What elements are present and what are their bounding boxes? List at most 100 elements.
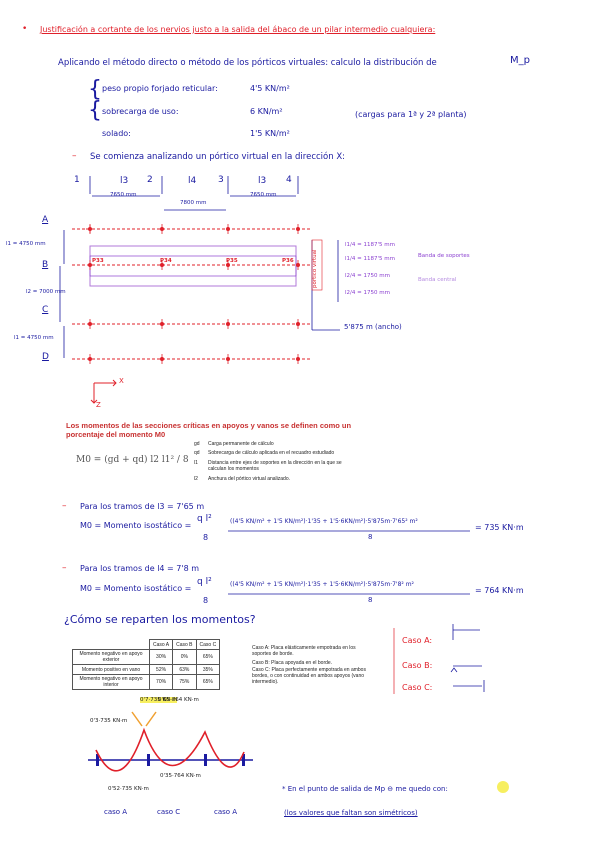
moment-bottom-mid: 0'35·764 KN·m [160,773,201,779]
moment-top-left2: 0'3·735 KN·m [90,718,128,724]
load-value-3: 1'5 KN/m² [250,129,290,138]
span-dim-2: 7800 mm [180,200,207,206]
load-value-2: 6 KN/m² [250,107,283,116]
band-label: pórtico virtual [312,249,318,288]
brace: { [88,77,102,102]
case-name-1: caso A [104,808,128,816]
tramo1-numerator: ((4'5 KN/m² + 1'5 KN/m²)·1'35 + 1'5·6KN/… [230,518,418,525]
table-cell: Momento negativo en apoyo interior [72,674,150,690]
row-label-d: D [42,352,49,362]
table-header-caso-a: Caso A [148,639,174,650]
dash-bullet: – [72,151,77,161]
m0-formula: M0 = (gd + qd) l2 l1² / 8 [76,455,189,465]
tramo1-title: Para los tramos de l3 = 7'65 m [80,502,205,511]
tramo2-result: = 764 KN·m [475,586,524,595]
tramo2-numerator: ((4'5 KN/m² + 1'5 KN/m²)·1'35 + 1'5·6KN/… [230,581,414,588]
left-dim-2: l2 = 7000 mm [26,289,66,295]
legend-text-3: Distancia entre ejes de soportes en la d… [208,460,342,472]
percent-table: Caso A Caso B Caso C Momento negativo en… [72,639,221,690]
table-cell: 63% [172,664,197,675]
load-value-1: 4'5 KN/m² [250,84,290,93]
case-c-text: Caso C: Placa perfectamente empotrada en… [252,667,366,685]
table-header-empty [73,640,150,650]
span-label-1: l3 [120,176,129,186]
dash-bullet-2: – [62,501,67,511]
table-row: Momento negativo en apoyo exterior 30% 0… [72,649,221,665]
analysis-line: Se comienza analizando un pórtico virtua… [90,152,345,162]
case-b-text: Caso B: Placa apoyada en el borde. [252,660,333,666]
tramo2-eight: 8 [203,596,209,605]
span-dim-1: 7650 mm [110,192,137,198]
tramo1-result: = 735 KN·m [475,523,524,532]
loads-note: (cargas para 1ª y 2ª planta) [355,110,467,119]
row-label-b: B [42,260,49,270]
tramo2-denominator: 8 [368,596,373,604]
axis-z-label: Z [96,401,101,409]
right-dim-3: l2/4 = 1750 mm [345,273,390,279]
table-header-caso-b: Caso B [172,639,197,650]
note-2: (los valores que faltan son simétricos) [284,809,418,817]
brace-lower: { [88,98,102,123]
page-heading: Justificación a cortante de los nervios … [40,25,436,34]
legend-text-1: Carga permanente de cálculo [208,441,274,447]
table-cell: 52% [148,664,174,675]
table-cell: 30% [148,649,174,665]
load-label-3: solado: [102,129,131,138]
left-dim-3: l1 = 4750 mm [14,335,54,341]
table-row: Momento positivo en vano 52% 63% 35% [72,664,221,675]
pillar-p34: P34 [160,258,172,264]
tramo1-qmark: q l² [197,514,212,524]
table-row: Momento negativo en apoyo interior 70% 7… [72,674,221,690]
case-label-b: Caso B: [402,661,433,670]
moments-title: Los momentos de las secciones críticas e… [66,421,352,439]
axis-label-4: 4 [286,175,292,185]
left-dim-1: l1 = 4750 mm [6,241,46,247]
legend-sym-3: l1 [194,460,198,466]
legend-sym-2: qd [194,450,200,456]
tramo1-eight: 8 [203,533,209,542]
right-dim-1: l1/4 = 1187'5 mm [345,242,395,248]
table-cell: Momento positivo en vano [72,664,150,675]
row-label-a: A [42,215,49,225]
pillar-p36: P36 [282,258,294,264]
table-cell: Momento negativo en apoyo exterior [72,649,150,665]
mp-symbol: M_p [510,55,530,66]
load-label-1: peso propio forjado reticular: [102,84,218,93]
legend-sym-1: gd [194,441,200,447]
tramo2-title: Para los tramos de l4 = 7'8 m [80,564,200,573]
dash-bullet-3: – [62,563,67,573]
table-header-caso-c: Caso C [195,639,221,650]
band-legend-central: Banda central [418,277,457,283]
pillar-p33: P33 [92,258,104,264]
table-cell: 70% [148,674,174,690]
band-legend-supports: Banda de soportes [418,253,470,259]
case-a-text: Caso A: Placa elásticamente empotrada en… [252,645,356,657]
table-cell: 75% [172,674,197,690]
axis-label-3: 3 [218,175,224,185]
right-dim-2: l1/4 = 1187'5 mm [345,256,395,262]
bullet: • [22,24,28,34]
axis-label-1: 1 [74,175,80,185]
table-cell: 65% [195,674,221,690]
moment-top-mid: 0'65·764 KN·m [158,697,199,703]
legend-text-4: Anchura del pórtico virtual analizado. [208,476,290,482]
row-label-c: C [42,305,49,315]
moment-bottom-left: 0'52·735 KN·m [108,786,149,792]
width-note: 5'875 m (ancho) [344,323,402,331]
table-cell: 0% [172,649,197,665]
load-label-2: sobrecarga de uso: [102,107,179,116]
axis-label-2: 2 [147,175,153,185]
span-label-2: l4 [188,176,197,186]
tramo2-lhs: M0 = Momento isostático = [80,584,192,593]
intro-text: Aplicando el método directo o método de … [58,58,437,68]
tramo2-qmark: q l² [197,577,212,587]
pillar-p35: P35 [226,258,238,264]
tramo1-lhs: M0 = Momento isostático = [80,521,192,530]
table-cell: 35% [195,664,221,675]
question: ¿Cómo se reparten los momentos? [64,613,256,626]
case-label-a: Caso A: [402,636,433,645]
legend-text-2: Sobrecarga de cálculo aplicada en el rec… [208,450,335,456]
axis-x-label: X [119,377,124,385]
tramo1-denominator: 8 [368,533,373,541]
